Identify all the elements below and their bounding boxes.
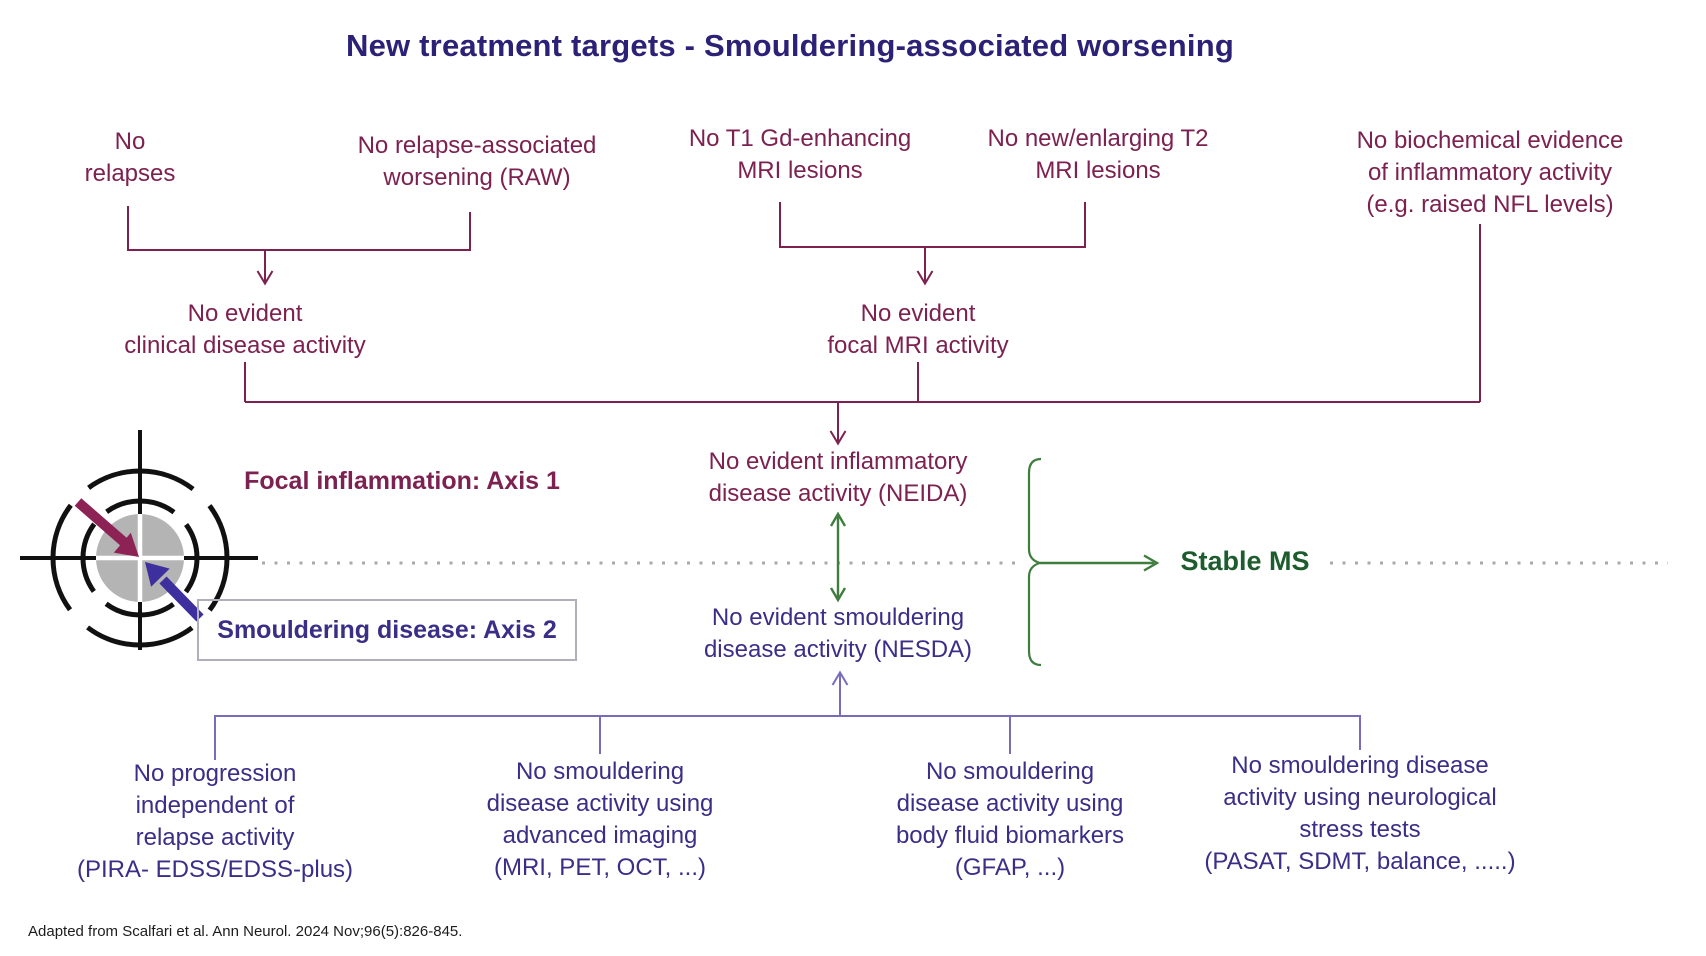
criterion-advanced-imaging: No smouldering disease activity using ad… xyxy=(486,758,714,881)
criterion-no-relapses: No relapses xyxy=(84,128,176,187)
axis1-label: Focal inflammation: Axis 1 xyxy=(244,467,560,495)
criterion-no-raw: No relapse-associated worsening (RAW) xyxy=(357,132,597,191)
clinical-bracket xyxy=(127,206,471,286)
criterion-no-pira: No progression independent of relapse ac… xyxy=(76,760,354,883)
outcome-nesda: No evident smouldering disease activity … xyxy=(703,604,973,663)
result-no-clinical-disease-activity: No evident clinical disease activity xyxy=(124,300,366,359)
stable-ms-brace-arrow xyxy=(1027,457,1160,667)
smouldering-bracket xyxy=(214,715,1361,760)
criterion-neurological-stress-tests: No smouldering disease activity using ne… xyxy=(1204,752,1516,875)
criterion-no-biochemical-evidence: No biochemical evidence of inflammatory … xyxy=(1356,127,1624,218)
axis2-label-box: Smouldering disease: Axis 2 xyxy=(197,599,577,661)
criterion-body-fluid-biomarkers: No smouldering disease activity using bo… xyxy=(895,758,1125,881)
target-icon xyxy=(20,430,258,650)
criterion-no-t2-lesions: No new/enlarging T2 MRI lesions xyxy=(987,125,1209,184)
nesda-up-arrow xyxy=(831,670,849,716)
neida-connector xyxy=(244,224,1481,446)
mri-bracket xyxy=(779,202,1086,286)
neida-nesda-double-arrow xyxy=(829,511,847,603)
axis2-label: Smouldering disease: Axis 2 xyxy=(217,616,557,644)
stable-ms-label: Stable MS xyxy=(1180,546,1310,576)
focal-axis-arrow-icon xyxy=(74,498,139,557)
outcome-neida: No evident inflammatory disease activity… xyxy=(708,448,968,507)
citation: Adapted from Scalfari et al. Ann Neurol.… xyxy=(28,923,463,940)
result-no-focal-mri-activity: No evident focal MRI activity xyxy=(827,300,1009,359)
page-title: New treatment targets - Smouldering-asso… xyxy=(346,28,1234,63)
smouldering-axis-arrow-icon xyxy=(145,562,204,622)
criterion-no-t1-gd-lesions: No T1 Gd-enhancing MRI lesions xyxy=(688,125,912,184)
